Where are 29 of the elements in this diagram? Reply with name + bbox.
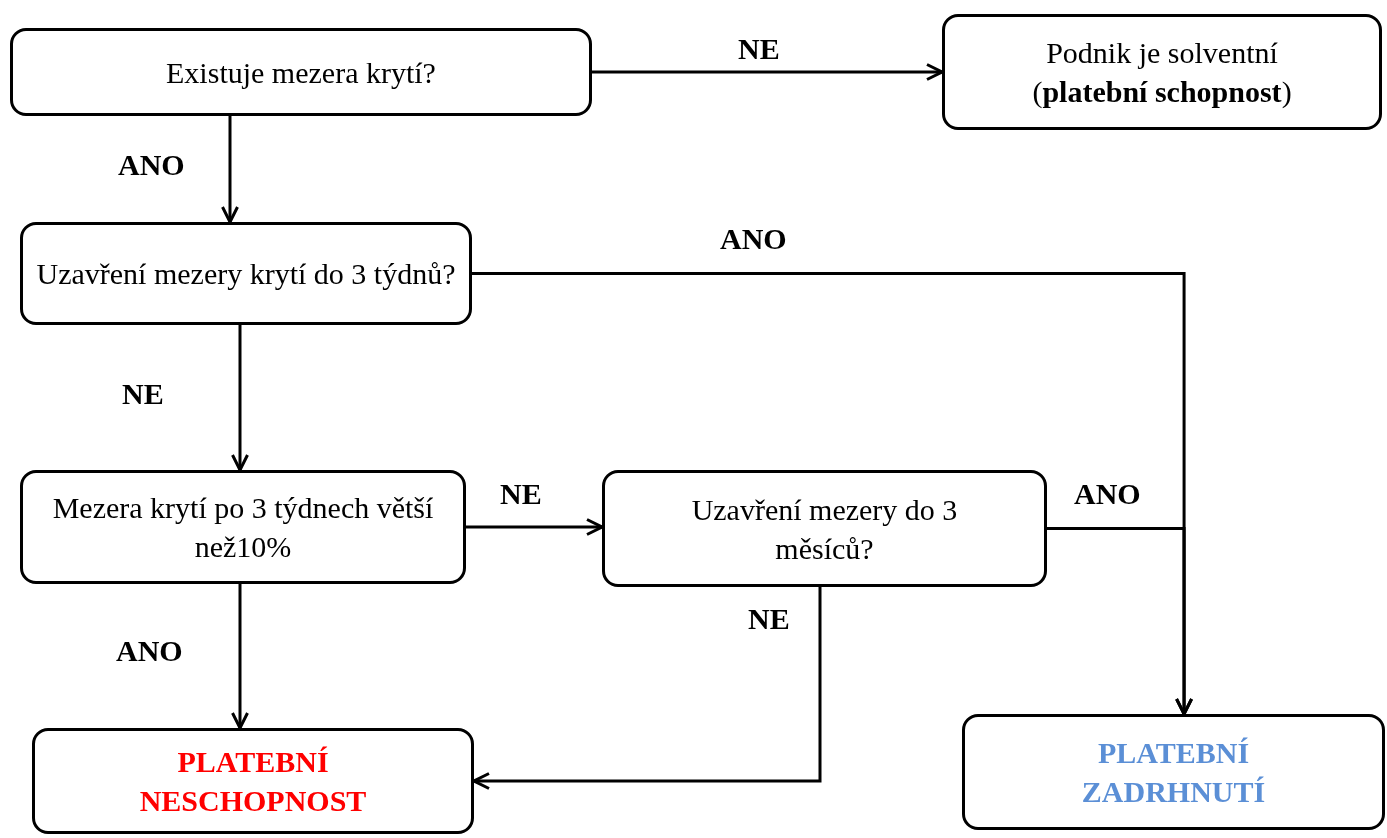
edge-label: NE: [748, 602, 790, 636]
box-text: PLATEBNÍ ZADRHNUTÍ: [1080, 735, 1267, 810]
arrow: [1047, 527, 1194, 716]
edge-label: ANO: [1074, 477, 1141, 511]
process-box: [602, 470, 1047, 587]
arrow: [231, 584, 249, 730]
process-box: [962, 714, 1385, 830]
process-box: [10, 28, 592, 116]
process-box: [20, 470, 466, 584]
process-box: [20, 222, 472, 325]
arrow: [466, 518, 604, 536]
arrow: [231, 325, 249, 472]
box-text: Mezera krytí po 3 týdnech větší než10%: [51, 490, 435, 565]
arrow: [472, 587, 822, 790]
box-text: Uzavření mezery do 3 měsíců?: [690, 491, 959, 567]
edge-label: NE: [122, 377, 164, 411]
process-box: [32, 728, 474, 834]
edge-label: ANO: [116, 634, 183, 668]
process-box: [942, 14, 1382, 130]
arrow: [221, 116, 239, 224]
edge-label: NE: [738, 32, 780, 66]
box-text: PLATEBNÍ NESCHOPNOST: [138, 744, 368, 819]
edge-label: NE: [500, 477, 542, 511]
box-text: Existuje mezera krytí?: [166, 54, 436, 91]
box-text: Podnik je solventní (platební schopnost): [1031, 35, 1293, 110]
box-text: Uzavření mezery krytí do 3 týdnů?: [36, 256, 456, 292]
edge-label: ANO: [118, 148, 185, 182]
edge-label: ANO: [720, 222, 787, 256]
arrow: [592, 63, 944, 81]
